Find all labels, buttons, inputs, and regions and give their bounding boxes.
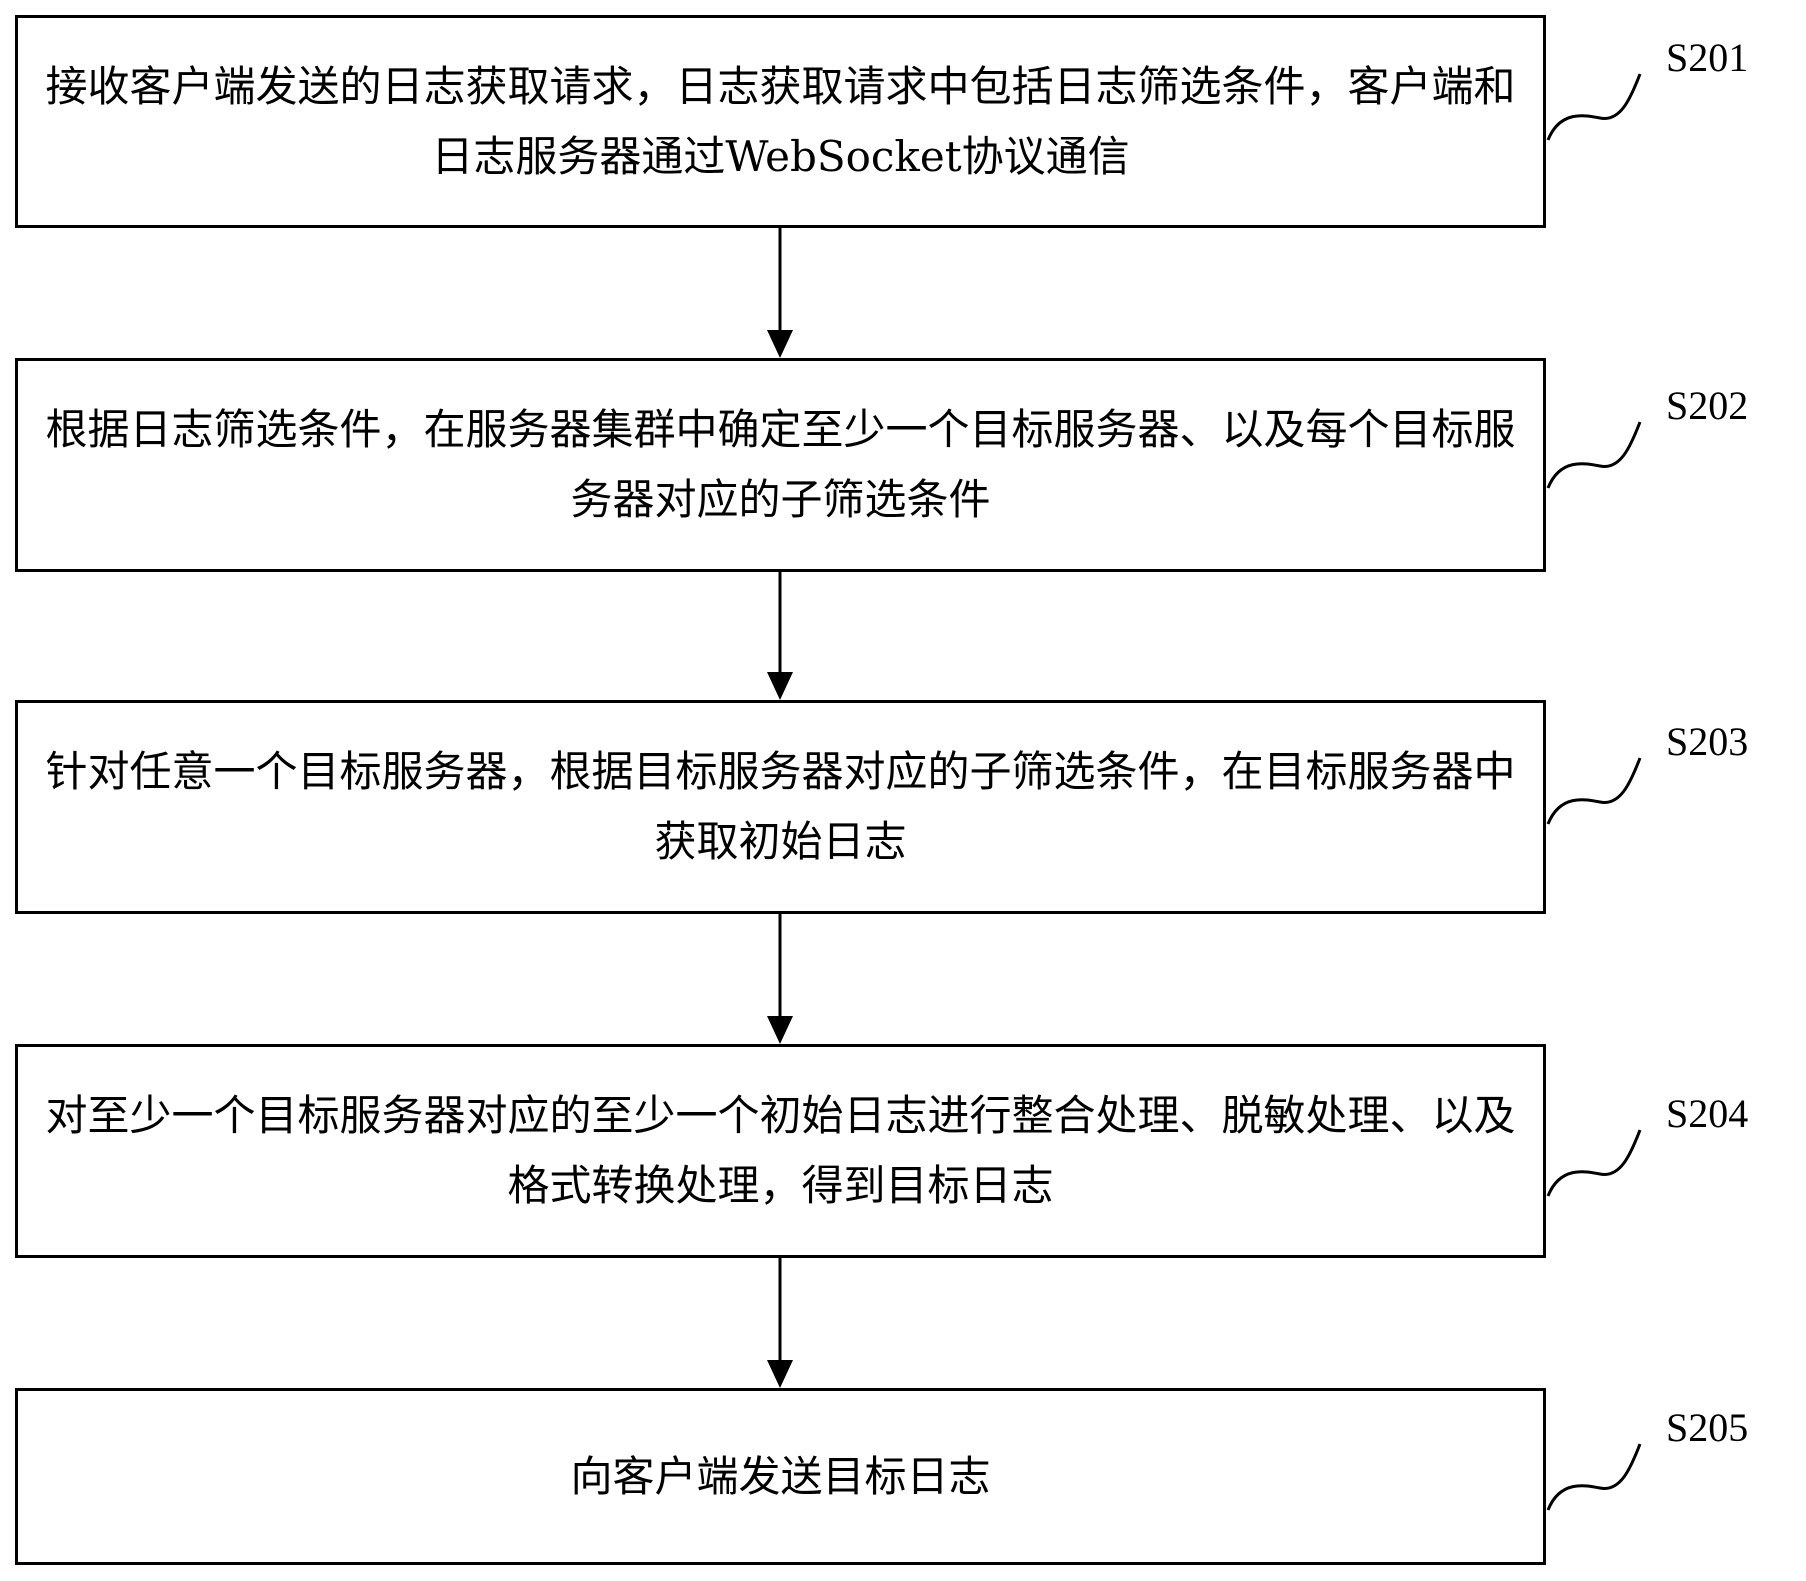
step-text-s204: 对至少一个目标服务器对应的至少一个初始日志进行整合处理、脱敏处理、以及格式转换处… — [45, 1091, 1516, 1210]
leader-s205 — [1546, 1443, 1642, 1511]
step-box-s203: 针对任意一个目标服务器，根据目标服务器对应的子筛选条件，在目标服务器中获取初始日… — [15, 700, 1546, 914]
leader-s203 — [1546, 757, 1642, 825]
step-text-s201: 接收客户端发送的日志获取请求，日志获取请求中包括日志筛选条件，客户端和日志服务器… — [45, 61, 1516, 181]
step-text-s205: 向客户端发送目标日志 — [570, 1451, 991, 1501]
step-label-s204: S204 — [1666, 1091, 1749, 1136]
leader-s201 — [1546, 73, 1642, 141]
step-box-s205: 向客户端发送目标日志 — [15, 1388, 1546, 1565]
step-label-s205: S205 — [1666, 1405, 1749, 1450]
step-label-s203: S203 — [1666, 719, 1749, 764]
step-box-s202: 根据日志筛选条件，在服务器集群中确定至少一个目标服务器、以及每个目标服务器对应的… — [15, 358, 1546, 572]
flow-arrows — [767, 228, 793, 1388]
arrowhead-s201-s202 — [767, 330, 793, 358]
arrowhead-s204-s205 — [767, 1360, 793, 1388]
leader-s204 — [1546, 1129, 1642, 1197]
step-box-s204: 对至少一个目标服务器对应的至少一个初始日志进行整合处理、脱敏处理、以及格式转换处… — [15, 1044, 1546, 1258]
arrowhead-s202-s203 — [767, 672, 793, 700]
arrowhead-s203-s204 — [767, 1016, 793, 1044]
step-text-s203: 针对任意一个目标服务器，根据目标服务器对应的子筛选条件，在目标服务器中获取初始日… — [45, 747, 1516, 866]
label-leaders — [1546, 73, 1642, 1511]
leader-s202 — [1546, 421, 1642, 489]
step-box-s201: 接收客户端发送的日志获取请求，日志获取请求中包括日志筛选条件，客户端和日志服务器… — [15, 15, 1546, 228]
step-label-s202: S202 — [1666, 383, 1749, 428]
step-label-s201: S201 — [1666, 35, 1749, 80]
step-text-s202: 根据日志筛选条件，在服务器集群中确定至少一个目标服务器、以及每个目标服务器对应的… — [45, 405, 1516, 524]
